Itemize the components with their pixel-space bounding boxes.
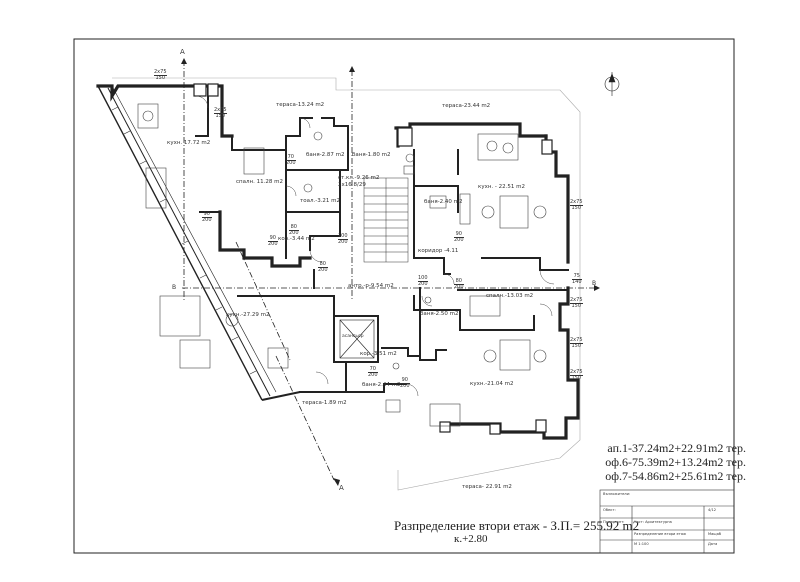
title-block-text: Част: Архитектурна	[634, 520, 672, 524]
section-lines	[182, 60, 600, 481]
room-label: тераса-23.44 m2	[442, 103, 491, 109]
room-label: асансьор	[342, 334, 364, 339]
title-block-text: Разпределение втори етаж	[634, 532, 687, 536]
title-block-text: Възложители:	[603, 492, 631, 496]
area-summary-line: оф.7-54.86m2+25.61m2 тер.	[605, 469, 746, 483]
room-label: кор.-3.44 m2	[278, 236, 315, 242]
room-label: баня-2.44 m2	[362, 382, 401, 388]
room-label: баня-2.40 m2	[424, 199, 463, 205]
room-label: тераса-1.89 m2	[302, 400, 347, 406]
room-label: коридор -4.11	[418, 248, 459, 254]
title-block	[599, 489, 735, 554]
slanted-facade	[97, 85, 301, 401]
room-label: 2x16 8/29	[338, 182, 366, 188]
drawing-level: к.+2.80	[454, 533, 488, 545]
title-block-text: Проектант:	[603, 520, 625, 524]
facade-windows	[111, 106, 257, 375]
room-label: тераса- 22.91 m2	[462, 484, 512, 490]
title-block-text: М 1:100	[634, 542, 649, 546]
room-label: антр.-р-9.54 m2	[348, 283, 394, 289]
title-block-text: Обект:	[603, 508, 616, 512]
north-arrow-icon	[604, 72, 620, 96]
area-summary-line: оф.6-75.39m2+13.24m2 тер.	[605, 455, 746, 469]
section-mark: A	[339, 484, 344, 492]
room-label: спалн. 11.28 m2	[236, 179, 283, 185]
room-label: кухн.-21.04 m2	[470, 381, 514, 387]
room-label: ст.кл.-9.26 m2	[338, 175, 380, 181]
room-label: тоал.-3.21 m2	[300, 198, 341, 204]
room-label: спалн.-13.03 m2	[486, 293, 534, 299]
title-block-text: Дата	[708, 542, 718, 546]
sheet-frame	[73, 38, 735, 554]
room-label: кухн.-27.29 m2	[226, 312, 270, 318]
section-arrows	[181, 58, 600, 486]
title-block-text: Мащаб	[708, 532, 722, 536]
area-summary-line: ап.1-37.24m2+22.91m2 тер.	[607, 441, 746, 455]
plot-outline	[112, 77, 581, 491]
section-mark: B	[592, 280, 597, 287]
door-swings	[195, 95, 555, 397]
room-label: кухн. 17.72 m2	[167, 140, 211, 146]
room-label: баня-1.80 m2	[352, 152, 391, 158]
room-label: тераса-13.24 m2	[276, 102, 325, 108]
room-label: кор.-3.51 m2	[360, 351, 397, 357]
elevator-shaft	[339, 319, 375, 359]
drawing-title: Разпределение втори етаж - З.П.= 255.92 …	[394, 518, 640, 533]
columns	[193, 83, 553, 435]
interior-walls	[195, 85, 569, 393]
title-block-sheet: 4/12	[708, 508, 717, 512]
room-label: баня-2.87 m2	[306, 152, 345, 158]
section-mark: B	[172, 284, 177, 291]
section-mark: A	[180, 48, 185, 56]
staircase	[363, 177, 409, 263]
room-label: баня-2.50 m2	[420, 311, 459, 317]
furniture	[137, 103, 547, 427]
room-label: кухн. - 22.51 m2	[478, 184, 526, 190]
